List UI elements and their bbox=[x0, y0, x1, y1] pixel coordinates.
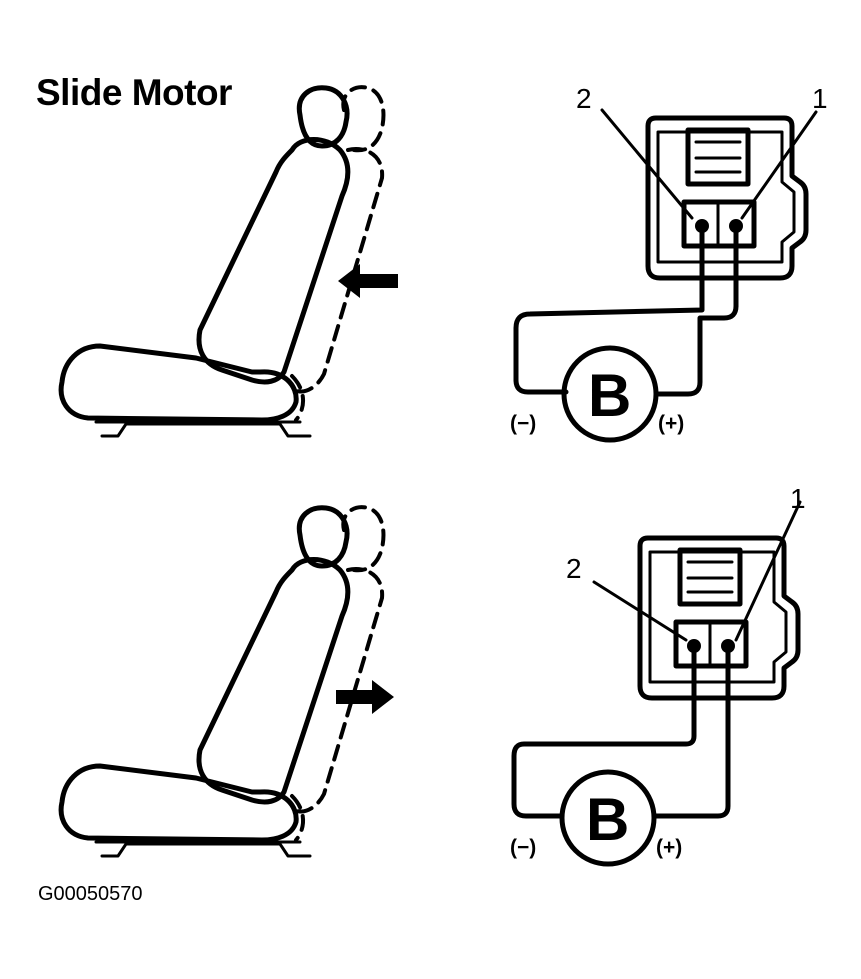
positive-terminal-top: (+) bbox=[658, 412, 684, 435]
battery-letter-bottom: B bbox=[586, 786, 629, 853]
figure-id: G00050570 bbox=[38, 883, 143, 905]
diagram-title: Slide Motor bbox=[36, 72, 232, 113]
connector-top bbox=[648, 118, 806, 278]
wire-negative-bottom bbox=[511, 649, 697, 819]
arrow-rearward-icon bbox=[338, 264, 398, 298]
pin-1-label-top: 1 bbox=[812, 83, 828, 114]
arrow-forward-icon bbox=[336, 680, 394, 714]
pin-2-label-top: 2 bbox=[576, 83, 592, 114]
pin-2-label-bottom: 2 bbox=[566, 553, 582, 584]
seat-bottom bbox=[61, 505, 386, 856]
seat-top bbox=[61, 85, 386, 436]
wire-negative-top bbox=[513, 229, 705, 395]
battery-bottom bbox=[559, 769, 657, 867]
battery-letter-top: B bbox=[588, 362, 631, 429]
battery-top bbox=[561, 345, 659, 443]
negative-terminal-top: (−) bbox=[510, 412, 536, 435]
wire-positive-bottom bbox=[651, 649, 731, 819]
positive-terminal-bottom: (+) bbox=[656, 836, 682, 859]
wire-positive-top bbox=[653, 303, 739, 397]
connector-bottom bbox=[640, 538, 798, 698]
negative-terminal-bottom: (−) bbox=[510, 836, 536, 859]
pin-1-label-bottom: 1 bbox=[790, 483, 806, 514]
